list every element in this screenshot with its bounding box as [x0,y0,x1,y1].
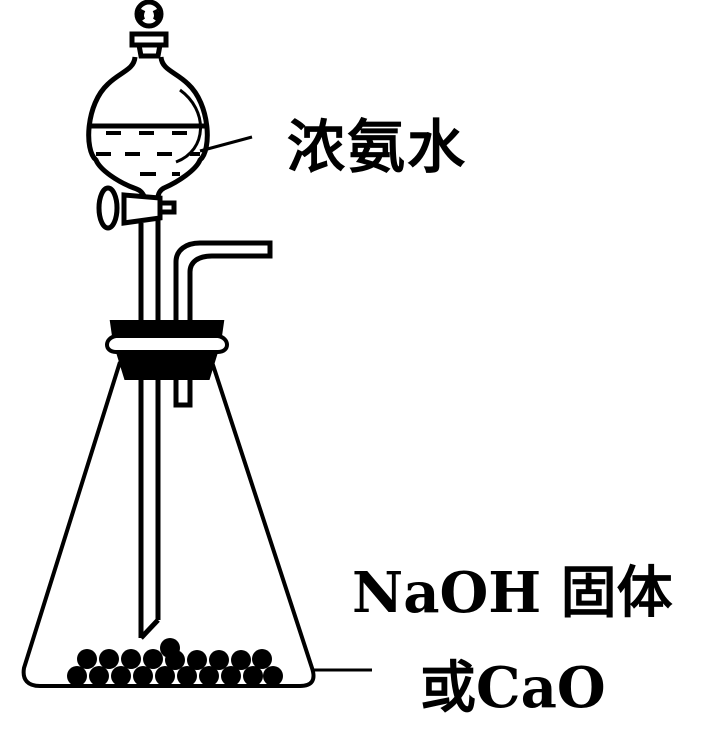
delivery-tube [173,240,273,408]
separatory-funnel [86,56,253,199]
funnel-stem [138,218,161,640]
solid-pellets [67,638,283,686]
conical-flask [21,361,372,688]
rubber-stopper [105,320,229,380]
label-or-cao: 或CaO [420,655,606,721]
stopcock [96,185,177,231]
label-naoh-solid: NaOH 固体 [352,560,673,626]
label-concentrated-ammonia: 浓氨水 [287,113,468,181]
stopper [129,0,169,59]
